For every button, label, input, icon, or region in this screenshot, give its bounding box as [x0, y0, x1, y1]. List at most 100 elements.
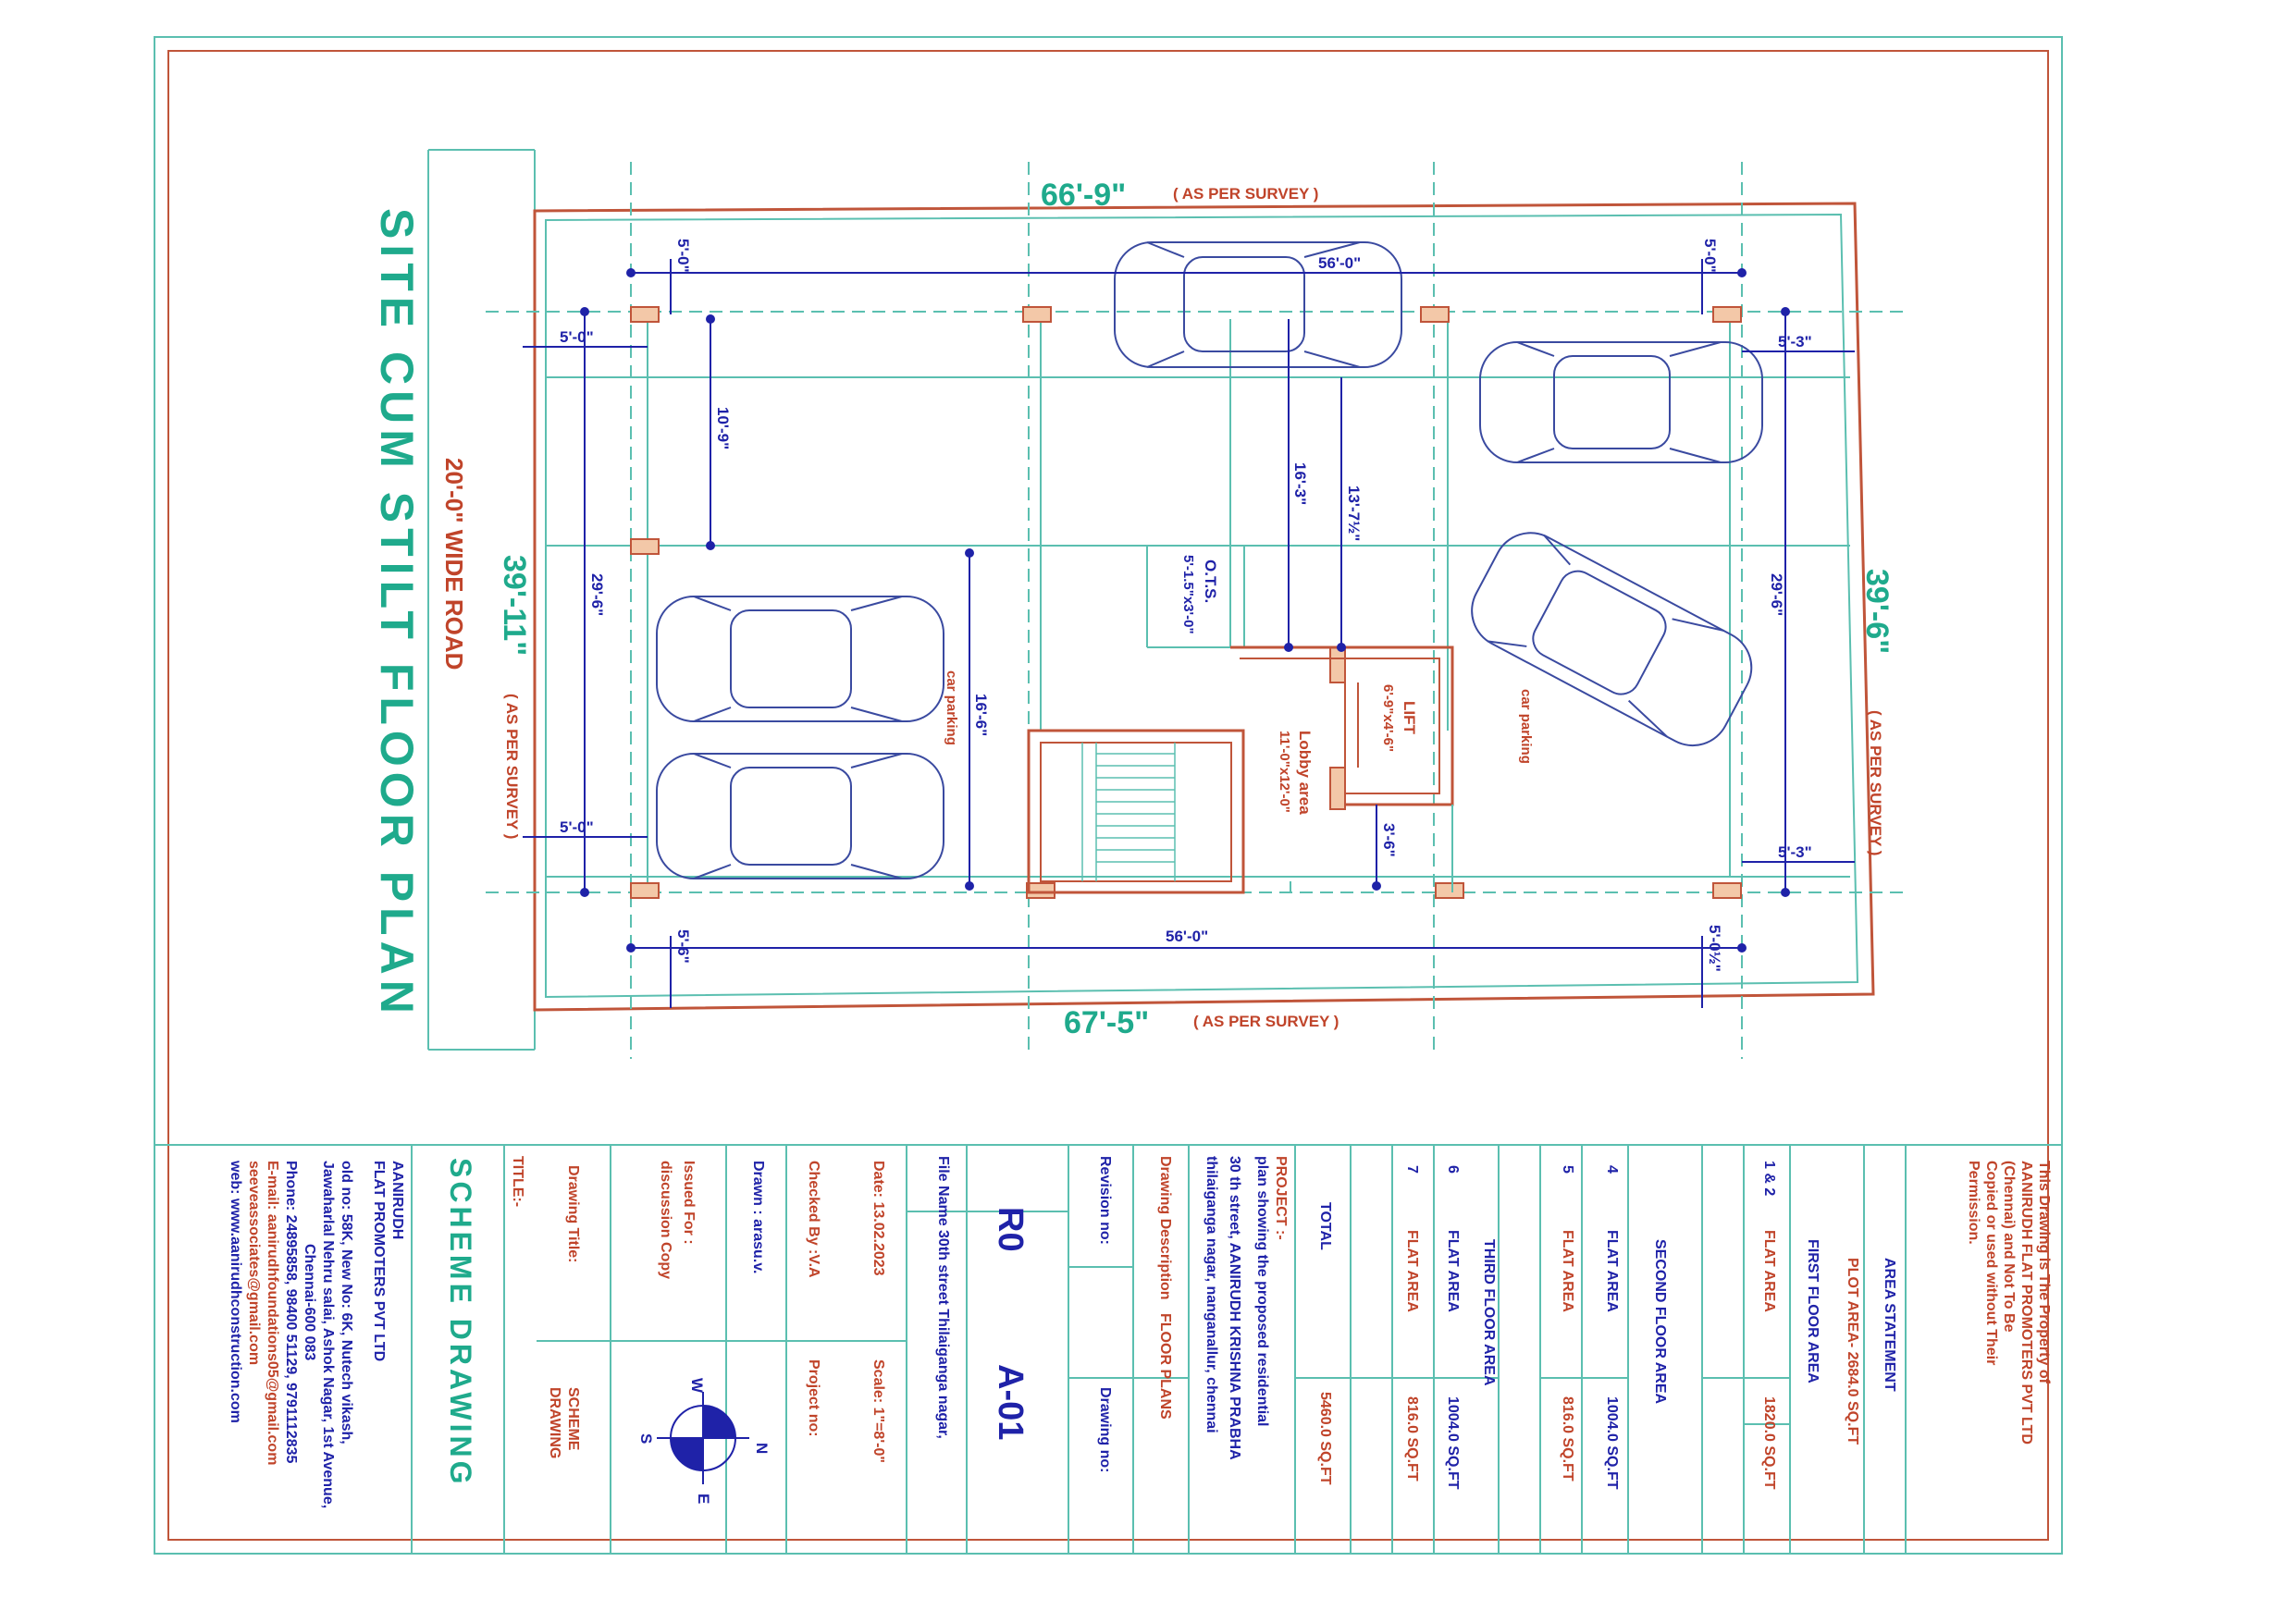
row-5-value: 816.0 SQ.FT — [1560, 1396, 1575, 1482]
car-top-right — [1479, 341, 1763, 463]
first-floor-heading: FIRST FLOOR AREA — [1805, 1239, 1821, 1383]
row-1-2-no: 1 & 2 — [1761, 1161, 1777, 1196]
right-survey-dim: 39'-6" — [1859, 569, 1895, 654]
company-phone: Phone: 24895858, 98400 51129, 9791112835 — [283, 1161, 299, 1464]
company-a2: Jawaharlal Nehru salai, Ashok Nagar, 1st… — [320, 1161, 336, 1508]
project-no: Project no: — [806, 1359, 821, 1437]
lift-label: LIFT — [1401, 701, 1418, 734]
compass-e: E — [695, 1494, 712, 1504]
second-floor-heading: SECOND FLOOR AREA — [1652, 1239, 1668, 1405]
scheme-drawing: SCHEME DRAWING — [444, 1158, 477, 1487]
dim-5-0-bottom: 5'-0½" — [1706, 925, 1723, 972]
title-block: N E S W This Drawing is The Property of … — [154, 1144, 2062, 1554]
dim-16-6: 16'-6" — [972, 694, 990, 736]
left-survey-dim: 39'-11" — [497, 555, 532, 656]
company-n1: AANIRUDH — [389, 1161, 405, 1239]
lobby-size: 11'-0"x12'-0" — [1277, 731, 1292, 813]
file-name-label: File Name — [935, 1156, 951, 1226]
company-web: web: www.aanirudhconstruction.com — [228, 1160, 243, 1423]
plot-boundary — [533, 202, 1875, 1012]
dim-16-3: 16'-3" — [1291, 462, 1309, 505]
row-7-value: 816.0 SQ.FT — [1404, 1396, 1420, 1482]
issued-for-label: Issued For : — [681, 1161, 697, 1245]
checked-by: Checked By :V.A — [806, 1161, 821, 1278]
plan-title: SITE CUM STILT FLOOR PLAN — [371, 208, 423, 1019]
dim-10-9: 10'-9" — [714, 407, 732, 449]
row-7-no: 7 — [1404, 1165, 1420, 1174]
row-4-value: 1004.0 SQ.FT — [1604, 1396, 1620, 1490]
staircase — [1027, 729, 1291, 894]
compass-s: S — [637, 1433, 655, 1444]
revision-value: R0 — [991, 1207, 1030, 1252]
row-6-value: 1004.0 SQ.FT — [1445, 1396, 1461, 1490]
drawn-by: Drawn : arasu.v. — [750, 1161, 766, 1273]
drawing-title-v2: DRAWING — [547, 1387, 562, 1458]
left-survey-note: ( AS PER SURVEY ) — [503, 694, 521, 839]
ots-label: O.T.S. — [1202, 559, 1219, 603]
compass-rose: N E S W — [637, 1378, 771, 1504]
row-7-label: FLAT AREA — [1404, 1230, 1420, 1312]
dim-56-bottom: 56'-0" — [1166, 928, 1208, 945]
compass-w: W — [688, 1378, 706, 1394]
project-heading: PROJECT :- — [1273, 1156, 1289, 1240]
dim-left-5-0-bottom: 5'-0" — [560, 818, 594, 836]
road-label: 20'-0" WIDE ROAD — [440, 458, 468, 670]
project-l3: thilaiganga nagar, nanganallur, chennai — [1204, 1156, 1219, 1433]
right-survey-note: ( AS PER SURVEY ) — [1867, 710, 1884, 855]
dim-29-6-right: 29'-6" — [1768, 573, 1785, 616]
ownership-l2: AANIRUDH FLAT PROMOTERS PVT LTD — [2018, 1161, 2034, 1445]
plot-area: PLOT AREA- 2684.0 SQ.FT — [1845, 1258, 1860, 1445]
revision-label: Revision no: — [1097, 1156, 1113, 1245]
company-n2: FLAT PROMOTERS PVT LTD — [371, 1161, 387, 1361]
date: Date: 13.02.2023 — [870, 1161, 886, 1276]
area-heading: AREA STATEMENT — [1882, 1258, 1897, 1392]
dim-56-top: 56'-0" — [1318, 254, 1361, 272]
dim-right-5-3-bottom: 5'-3" — [1778, 843, 1812, 861]
ots-size: 5'-1.5"x3'-0" — [1180, 555, 1196, 634]
row-1-2-label: FLAT AREA — [1761, 1230, 1777, 1312]
company-a3: Chennai-600 083 — [302, 1244, 317, 1360]
row-6-label: FLAT AREA — [1445, 1230, 1461, 1312]
total-value: 5460.0 SQ.FT — [1317, 1392, 1333, 1485]
company-email: E-mail: aanirudhfoundations05@gmail.com — [265, 1161, 280, 1465]
top-survey-dim: 66'-9" — [1041, 178, 1126, 213]
row-5-label: FLAT AREA — [1560, 1230, 1575, 1312]
dim-top-5-0-left: 5'-0" — [674, 239, 692, 273]
bottom-survey-dim: 67'-5" — [1064, 1005, 1149, 1040]
dim-top-5-0-right: 5'-0" — [1701, 239, 1719, 273]
car-left-upper — [656, 596, 944, 722]
dim-5-6-bottom: 5'-6" — [674, 929, 692, 964]
third-floor-heading: THIRD FLOOR AREA — [1481, 1239, 1497, 1386]
drawing-title-label: Drawing Title: — [565, 1165, 581, 1263]
outer-frame — [154, 36, 2063, 1555]
scale: Scale: 1"=8'-0" — [870, 1359, 886, 1463]
bottom-survey-note: ( AS PER SURVEY ) — [1193, 1013, 1339, 1030]
setback-line — [545, 213, 1859, 999]
ownership-l4: Copied or used without Their — [1983, 1161, 1999, 1365]
row-4-no: 4 — [1604, 1165, 1620, 1174]
drawing-description-label: Drawing Description — [1157, 1156, 1173, 1300]
ownership-l1: This Drawing is The Property of — [2036, 1161, 2052, 1384]
ownership-l3: (Chennai) and Not To Be — [2001, 1161, 2017, 1333]
car-right-angled — [1471, 532, 1753, 747]
dim-29-6-left: 29'-6" — [588, 573, 606, 616]
company-a1: old no: 58K, New No: 6K, Nutech vikash, — [339, 1161, 354, 1445]
car-parking-right: car parking — [1518, 689, 1534, 764]
row-1-2-value: 1820.0 SQ.FT — [1761, 1396, 1777, 1490]
dim-3-6: 3'-6" — [1380, 823, 1398, 857]
drawing-title-v1: SCHEME — [565, 1387, 581, 1451]
site-plan: SITE CUM STILT FLOOR PLAN 20'-0" WIDE RO… — [371, 149, 1906, 1059]
car-top-center — [1114, 241, 1402, 368]
drawing-description-value: FLOOR PLANS — [1157, 1313, 1173, 1420]
project-l2: 30 th street, AANIRUDH KRISHNA PRABHA — [1227, 1156, 1242, 1460]
file-name-value: 30th street Thilaiganga nagar, — [935, 1230, 951, 1439]
company-email2: seeveassociates@gmail.com — [246, 1161, 262, 1365]
issued-for-value: discussion Copy — [658, 1161, 673, 1279]
car-parking-left: car parking — [944, 670, 959, 745]
inner-border — [167, 50, 2049, 1541]
row-6-no: 6 — [1445, 1165, 1461, 1174]
car-left-lower — [656, 753, 944, 879]
row-4-label: FLAT AREA — [1604, 1230, 1620, 1312]
dim-right-5-3-top: 5'-3" — [1778, 333, 1812, 350]
